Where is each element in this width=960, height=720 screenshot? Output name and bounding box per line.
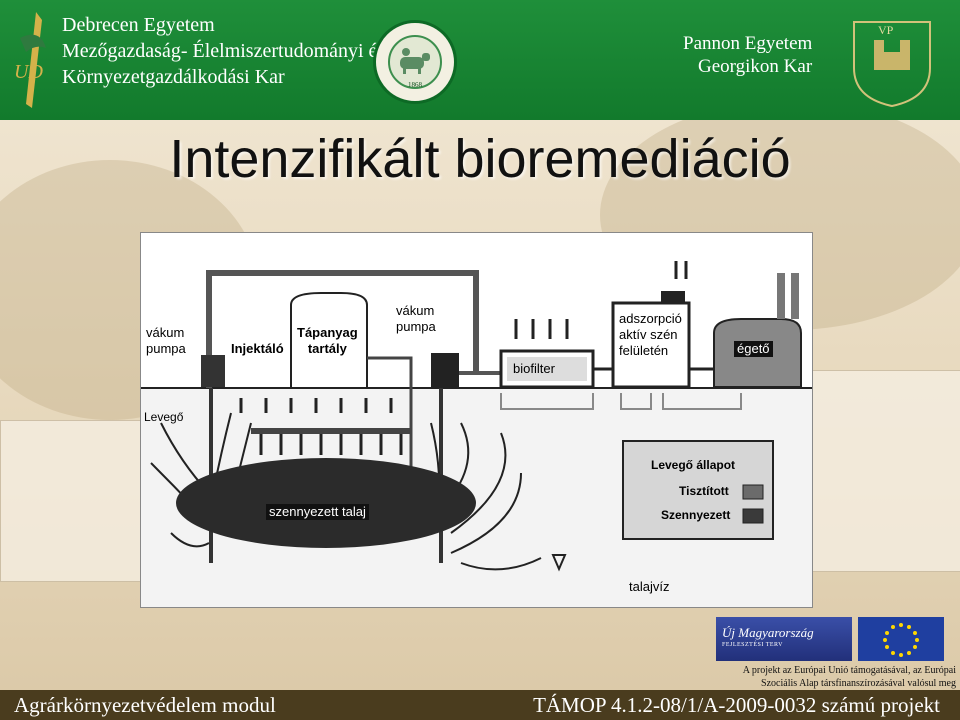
label-biofilter: biofilter [513, 361, 555, 376]
university-of-debrecen-logo: UD [14, 12, 46, 108]
slide-title: Intenzifikált bioremediáció [169, 129, 791, 189]
eu-logos: Új Magyarország FEJLESZTÉSI TERV [716, 617, 944, 661]
incinerator-stack-1 [777, 273, 785, 319]
eu-note-line-2: Szociális Alap társfinanszírozásával val… [761, 678, 956, 689]
injection-gallery [251, 428, 411, 434]
adsorption-return-pipe-2 [662, 393, 742, 410]
label-air: Levegő [144, 410, 184, 424]
nutrient-tank [290, 292, 368, 389]
footer-project-id: TÁMOP 4.1.2-08/1/A-2009-0032 számú proje… [533, 693, 940, 717]
adsorption-return-pipe-1 [620, 393, 652, 410]
header-right-line-1: Pannon Egyetem [683, 33, 813, 54]
legend-swatch-clean [742, 484, 764, 500]
eu-note-line-1: A projekt az Európai Unió támogatásával,… [742, 665, 956, 676]
header-left-line-1: Debrecen Egyetem [62, 14, 215, 36]
legend-item-polluted: Szennyezett [661, 508, 731, 522]
label-contaminated-soil: szennyezett talaj [266, 504, 369, 520]
faculty-seal-logo: 1868 [373, 20, 457, 104]
contaminated-soil-body [176, 458, 476, 548]
label-injector: Injektáló [231, 341, 284, 356]
label-groundwater: talajvíz [629, 579, 670, 594]
header-right-line-2: Georgikon Kar [698, 56, 813, 77]
header-left-line-3: Környezetgazdálkodási Kar [62, 66, 285, 88]
injection-nozzles [259, 434, 403, 455]
air-pipe-loop [206, 270, 479, 388]
biofilter-return-pipe [500, 393, 594, 410]
left-vacuum-pump [201, 355, 225, 387]
groundwater-level-marker [551, 554, 567, 572]
right-vacuum-pump [431, 353, 459, 387]
bioremediation-diagram: vákum pumpa Injektáló Tápanyag tartály v… [140, 232, 813, 608]
incinerator-stack-2 [791, 273, 799, 319]
label-nutrient-tank: Tápanyag tartály [297, 325, 358, 356]
footer-bar: Agrárkörnyezetvédelem modul TÁMOP 4.1.2-… [0, 690, 960, 720]
carbon-adsorption-tank [611, 301, 691, 389]
legend-swatch-polluted [742, 508, 764, 524]
adsorption-tank-cap [661, 291, 685, 303]
uj-magyarorszag-logo: Új Magyarország FEJLESZTÉSI TERV [716, 617, 852, 661]
pannon-university-crest-logo: VP [853, 21, 931, 108]
adsorption-exhaust [674, 261, 688, 279]
biofilter-media [507, 357, 587, 381]
nutrient-pipe [367, 356, 413, 473]
footer-module-name: Agrárkörnyezetvédelem modul [14, 693, 276, 717]
label-vacuum-pump-left: vákum pumpa [146, 325, 186, 356]
eu-flag-icon [858, 617, 944, 661]
uj-magyarorszag-sub: FEJLESZTÉSI TERV [722, 642, 783, 648]
header-left-line-2: Mezőgazdaság- Élelmiszertudományi és [62, 40, 386, 62]
diagram-drawing [141, 261, 812, 607]
label-vacuum-pump-right: vákum pumpa [396, 303, 436, 334]
eu-funding-note: A projekt az Európai Unió támogatásával,… [700, 664, 956, 690]
uj-magyarorszag-brand: Új Magyarország [722, 625, 814, 640]
seal-year: 1868 [408, 81, 422, 89]
label-carbon-adsorption: adszorpció aktív szén felületén [619, 311, 682, 358]
surface-inlet-marks [239, 398, 393, 413]
legend-title: Levegő állapot [651, 458, 736, 472]
eu-stars [883, 623, 919, 657]
header-banner: UD Debrecen Egyetem Mezőgazdaság- Élelmi… [0, 0, 960, 120]
logo-letters-ud: UD [14, 61, 43, 83]
crest-letters: VP [878, 23, 894, 37]
legend-item-clean: Tisztított [679, 484, 729, 498]
ox-plough-icon [400, 48, 430, 74]
biofilter-exhaust [514, 319, 569, 339]
label-incinerator: égető [734, 341, 773, 357]
